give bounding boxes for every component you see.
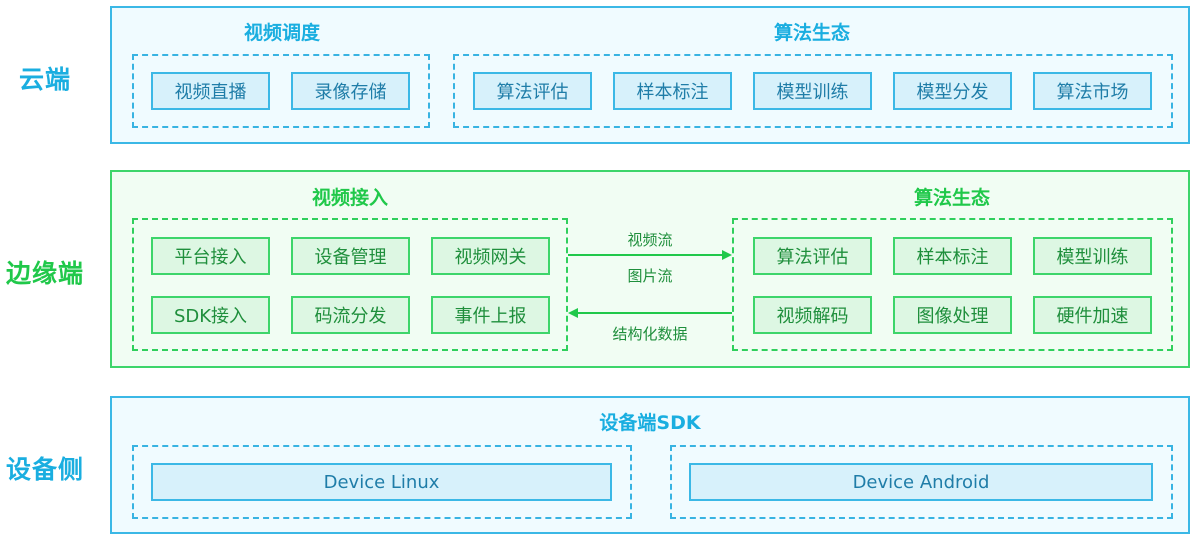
flow-label-video-stream: 视频流 <box>627 231 673 249</box>
edge-sample-label-box: 样本标注 <box>893 237 1012 275</box>
edge-image-process-box: 图像处理 <box>893 296 1012 334</box>
edge-event-report-box: 事件上报 <box>431 296 550 334</box>
cloud-algo-market-box: 算法市场 <box>1033 72 1152 110</box>
cloud-algo-group <box>453 54 1173 128</box>
cloud-tier-label: 云端 <box>19 65 72 94</box>
flow-label-structured-data: 结构化数据 <box>612 325 688 343</box>
device-sdk-title: 设备端SDK <box>599 412 701 434</box>
forward-arrow-head <box>722 250 732 260</box>
cloud-algo-group-title: 算法生态 <box>773 22 851 44</box>
edge-stream-dist-box: 码流分发 <box>291 296 410 334</box>
edge-algo-group-title: 算法生态 <box>913 187 991 209</box>
cloud-sample-label-box: 样本标注 <box>613 72 732 110</box>
device-linux-box: Device Linux <box>151 463 612 501</box>
edge-hw-accel-box: 硬件加速 <box>1033 296 1152 334</box>
edge-algo-eval-box: 算法评估 <box>753 237 872 275</box>
device-android-group <box>670 445 1173 519</box>
edge-platform-access-box: 平台接入 <box>151 237 270 275</box>
cloud-video-record-box: 录像存储 <box>291 72 410 110</box>
backward-arrow-head <box>568 308 578 318</box>
cloud-video-live-box: 视频直播 <box>151 72 270 110</box>
cloud-video-group <box>132 54 430 128</box>
cloud-model-train-box: 模型训练 <box>753 72 872 110</box>
cloud-algo-eval-box: 算法评估 <box>473 72 592 110</box>
edge-sdk-access-box: SDK接入 <box>151 296 270 334</box>
edge-tier-label: 边缘端 <box>6 259 85 288</box>
device-tier-label: 设备侧 <box>6 455 85 484</box>
edge-video-group-title: 视频接入 <box>311 187 389 209</box>
edge-video-group <box>132 218 568 351</box>
cloud-model-dist-box: 模型分发 <box>893 72 1012 110</box>
edge-model-train-box: 模型训练 <box>1033 237 1152 275</box>
device-android-box: Device Android <box>689 463 1153 501</box>
edge-algo-group <box>732 218 1173 351</box>
edge-video-gateway-box: 视频网关 <box>431 237 550 275</box>
flow-label-image-stream: 图片流 <box>627 267 673 285</box>
device-linux-group <box>132 445 632 519</box>
edge-device-mgmt-box: 设备管理 <box>291 237 410 275</box>
edge-video-decode-box: 视频解码 <box>753 296 872 334</box>
cloud-video-group-title: 视频调度 <box>243 22 321 44</box>
